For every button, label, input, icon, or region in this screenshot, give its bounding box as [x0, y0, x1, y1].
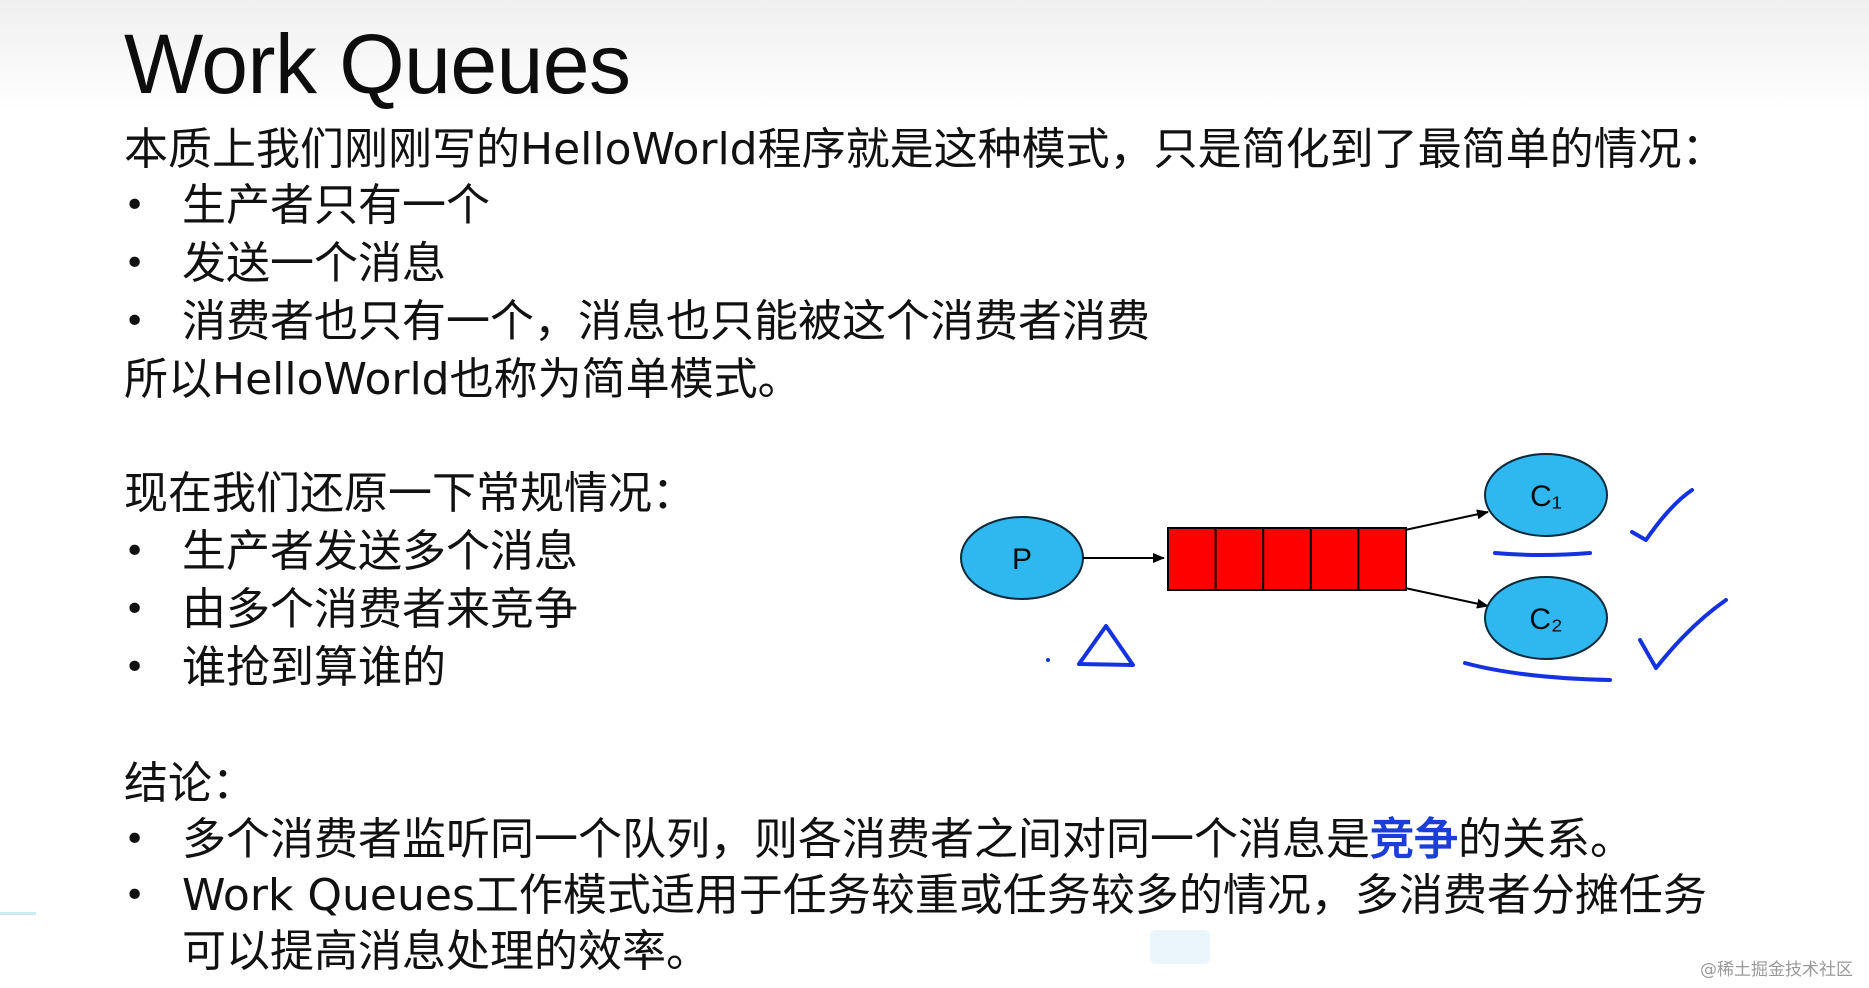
intro-bullet-1: • 生产者只有一个 — [124, 178, 490, 234]
bullet-dot: • — [124, 243, 146, 284]
consumer-2-label: C₂ — [1529, 603, 1562, 636]
bottom-artifact — [1150, 930, 1210, 964]
intro-bullet-2: • 发送一个消息 — [124, 236, 446, 292]
c1-underline — [1493, 551, 1592, 557]
normal-heading: 现在我们还原一下常规情况： — [124, 468, 696, 519]
bullet-text: 发送一个消息 — [182, 238, 446, 289]
left-edge-mark — [0, 912, 36, 915]
bullet-text: 消费者也只有一个，消息也只能被这个消费者消费 — [182, 296, 1150, 347]
consumer-1-ellipse — [1484, 453, 1608, 537]
bullet-text: 由多个消费者来竞争 — [182, 584, 578, 635]
producer-label: P — [1012, 543, 1032, 576]
consumer-1-node: C₁ — [1484, 453, 1608, 537]
conclusion-b2-line2: 可以提高消息处理的效率。 — [182, 926, 710, 977]
stray-dot — [1046, 658, 1050, 662]
conclusion-bullet-2: • Work Queues工作模式适用于任务较重或任务较多的情况，多消费者分摊任务… — [124, 868, 1707, 980]
handwritten-annotations — [1077, 488, 1728, 682]
slide-title: Work Queues — [124, 17, 631, 111]
c1-checkmark — [1630, 488, 1694, 542]
competition-highlight: 竞争 — [1370, 814, 1458, 865]
normal-bullet-2: • 由多个消费者来竞争 — [124, 582, 578, 638]
producer-node: P — [960, 516, 1084, 600]
consumer-2-node: C₂ — [1484, 576, 1608, 660]
bullet-dot: • — [124, 531, 146, 572]
consumer-1-label: C₁ — [1530, 480, 1562, 513]
queue-to-c1-arrow — [1404, 509, 1489, 531]
bullet-dot: • — [124, 819, 146, 860]
bullet-dot: • — [124, 875, 146, 916]
conclusion-bullet-1: • 多个消费者监听同一个队列，则各消费者之间对同一个消息是竞争的关系。 — [124, 812, 1634, 868]
normal-bullet-1: • 生产者发送多个消息 — [124, 524, 578, 580]
intro-bullet-3: • 消费者也只有一个，消息也只能被这个消费者消费 — [124, 294, 1150, 350]
conclusion-text-after: 的关系。 — [1458, 814, 1634, 865]
work-queue-diagram: P C₁ C₂ — [960, 453, 1728, 682]
conclusion-text-before: 多个消费者监听同一个队列，则各消费者之间对同一个消息是 — [182, 814, 1370, 865]
conclusion-b2-line1: Work Queues工作模式适用于任务较重或任务较多的情况，多消费者分摊任务 — [182, 870, 1707, 921]
bullet-text: Work Queues工作模式适用于任务较重或任务较多的情况，多消费者分摊任务可… — [182, 868, 1707, 980]
header-shade — [0, 0, 1869, 110]
queue — [1167, 527, 1407, 591]
bullet-dot: • — [124, 647, 146, 688]
bullet-text: 多个消费者监听同一个队列，则各消费者之间对同一个消息是竞争的关系。 — [182, 812, 1634, 868]
bullet-dot: • — [124, 589, 146, 630]
c2-underline — [1463, 661, 1612, 682]
intro-conclusion: 所以HelloWorld也称为简单模式。 — [124, 354, 802, 405]
normal-bullet-3: • 谁抢到算谁的 — [124, 640, 446, 696]
queue-body — [1167, 527, 1407, 591]
bullet-dot: • — [124, 185, 146, 226]
queue-to-c2-arrow — [1404, 587, 1489, 609]
bullet-text: 生产者发送多个消息 — [182, 526, 578, 577]
bullet-dot: • — [124, 301, 146, 342]
bullet-text: 生产者只有一个 — [182, 180, 490, 231]
consumer-2-ellipse — [1484, 576, 1608, 660]
bullet-text: 谁抢到算谁的 — [182, 642, 446, 693]
c2-checkmark — [1638, 598, 1728, 670]
watermark: @稀土掘金技术社区 — [1700, 960, 1853, 980]
triangle-mark — [1077, 624, 1135, 667]
intro-text: 本质上我们刚刚写的HelloWorld程序就是这种模式，只是简化到了最简单的情况… — [124, 124, 1726, 175]
conclusion-heading: 结论： — [124, 758, 256, 809]
